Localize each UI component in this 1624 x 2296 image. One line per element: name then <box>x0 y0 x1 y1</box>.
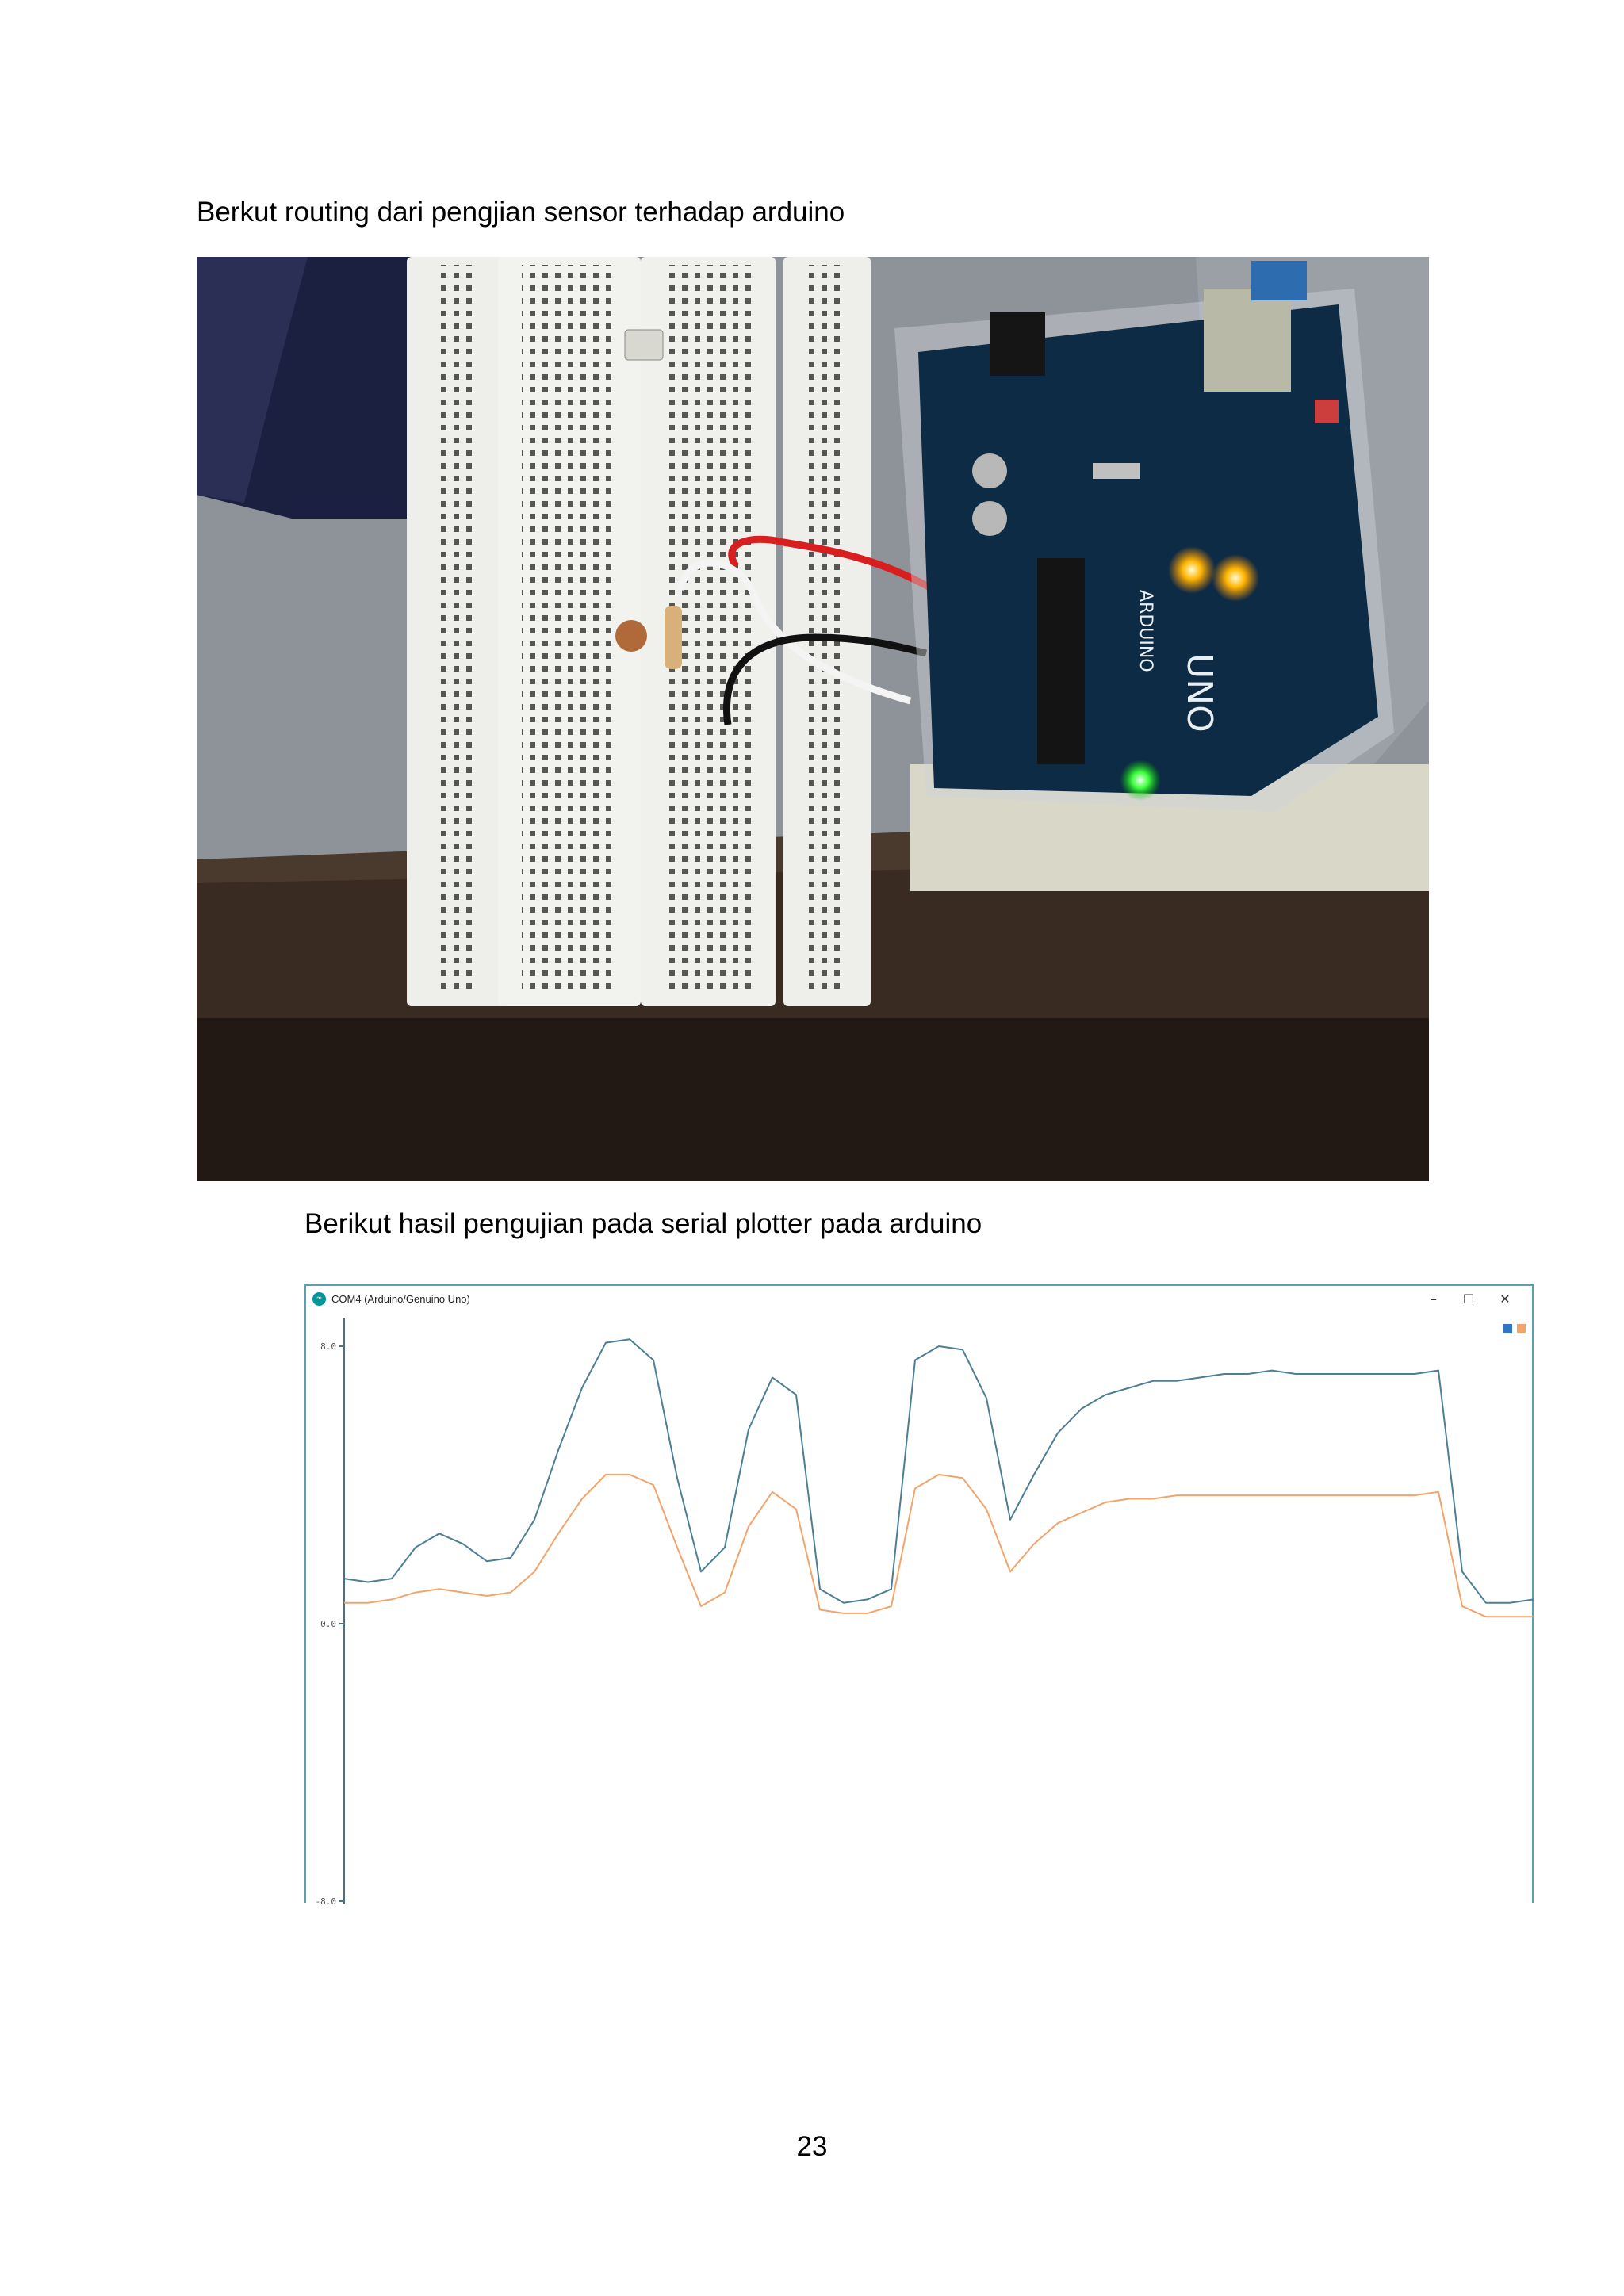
y-tick-label: 8.0 <box>320 1341 336 1352</box>
svg-text:ARDUINO: ARDUINO <box>1136 590 1155 672</box>
minimize-button[interactable]: – <box>1431 1292 1437 1307</box>
plotter-caption: Berikut hasil pengujian pada serial plot… <box>304 1208 982 1239</box>
plot-area: 8.0 0.0 -8.0 <box>316 1318 1534 1904</box>
legend-swatch-series-2 <box>1517 1324 1526 1333</box>
routing-caption: Berkut routing dari pengjian sensor terh… <box>197 197 845 228</box>
photo-illustration: UNO ARDUINO <box>197 257 1429 1181</box>
breadboard-arduino-photo: UNO ARDUINO <box>197 257 1429 1181</box>
svg-text:UNO: UNO <box>1179 653 1220 733</box>
serial-plotter-window: ∞ COM4 (Arduino/Genuino Uno) – ☐ ✕ 8.0 0.… <box>304 1284 1534 1904</box>
close-button[interactable]: ✕ <box>1500 1292 1511 1307</box>
window-titlebar[interactable]: ∞ COM4 (Arduino/Genuino Uno) – ☐ ✕ <box>306 1286 1532 1313</box>
window-title: COM4 (Arduino/Genuino Uno) <box>331 1293 470 1305</box>
page-number: 23 <box>796 2131 828 2162</box>
y-tick-label: 0.0 <box>320 1619 336 1629</box>
maximize-button[interactable]: ☐ <box>1462 1292 1475 1307</box>
series-line-2 <box>344 1473 1534 1618</box>
legend-swatch-series-1 <box>1503 1324 1512 1333</box>
arduino-logo-icon: ∞ <box>312 1292 326 1306</box>
series-line-1 <box>343 1338 1534 1604</box>
plot-legend <box>1502 1322 1526 1337</box>
y-tick-label: -8.0 <box>316 1896 337 1904</box>
